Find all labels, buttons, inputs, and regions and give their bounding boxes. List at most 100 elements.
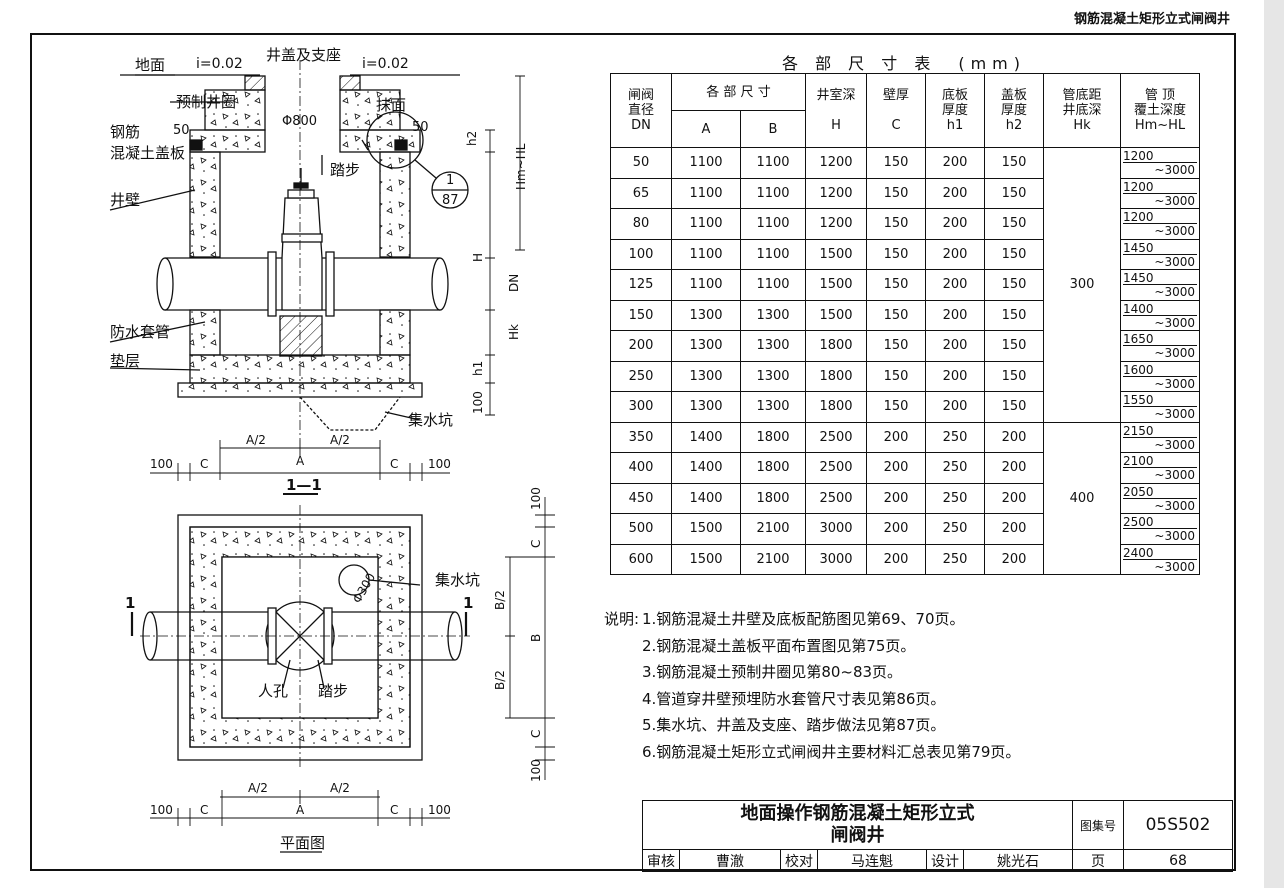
cell-a: 1500 — [671, 543, 741, 575]
cell-h1: 200 — [925, 238, 985, 270]
cell-dn: 450 — [610, 482, 672, 514]
cell-b: 1300 — [740, 391, 806, 423]
dim-100-right: 100 — [428, 457, 451, 471]
cell-h2: 150 — [984, 299, 1044, 331]
cell-b: 1100 — [740, 208, 806, 240]
plan-dim-b-half-top: B/2 — [493, 590, 507, 610]
label-cushion: 垫层 — [110, 352, 140, 370]
cell-h: 2500 — [805, 452, 867, 484]
cell-c: 150 — [866, 330, 926, 362]
cell-c: 200 — [866, 421, 926, 453]
page-number: 68 — [1123, 849, 1233, 872]
dim-100-left: 100 — [150, 457, 173, 471]
cell-h2: 200 — [984, 421, 1044, 453]
th-a: A — [671, 110, 741, 148]
cell-h2: 150 — [984, 269, 1044, 301]
page-label: 页 — [1072, 849, 1124, 872]
cell-c: 150 — [866, 360, 926, 392]
design-label: 设计 — [926, 849, 964, 872]
cell-b: 1300 — [740, 360, 806, 392]
cell-cover: 1400~3000 — [1120, 299, 1200, 331]
cell-dn: 80 — [610, 208, 672, 240]
plan-dim-c-left: C — [200, 803, 208, 817]
engineering-drawing: 地面 i=0.02 井盖及支座 i=0.02 预制井圈 抹面 钢筋 混凝土盖板 … — [109, 46, 555, 853]
label-cover-seat: 井盖及支座 — [266, 46, 341, 64]
cell-h1: 200 — [925, 391, 985, 423]
check-label: 校对 — [780, 849, 818, 872]
plan-dim-b-half-bot: B/2 — [493, 670, 507, 690]
label-rc-slab-2: 混凝土盖板 — [110, 144, 185, 162]
cell-c: 150 — [866, 238, 926, 270]
dim-h1: h1 — [471, 361, 485, 376]
cell-c: 150 — [866, 299, 926, 331]
label-dim-50-right: 50 — [412, 120, 429, 135]
cell-cover: 1450~3000 — [1120, 238, 1200, 270]
note-2: 2.钢筋混凝土盖板平面布置图见第75页。 — [642, 636, 916, 655]
checker: 马连魁 — [817, 849, 927, 872]
cell-h1: 200 — [925, 269, 985, 301]
cell-h: 1800 — [805, 360, 867, 392]
dim-c-left: C — [200, 457, 208, 471]
plan-dim-a-half-right: A/2 — [330, 781, 350, 795]
dim-H: H — [471, 253, 485, 262]
cell-a: 1100 — [671, 147, 741, 179]
plan-dim-100-bot: 100 — [529, 759, 543, 782]
cell-c: 150 — [866, 147, 926, 179]
page-edge — [1264, 0, 1284, 888]
dim-Hk: Hk — [507, 324, 521, 340]
cell-h2: 150 — [984, 330, 1044, 362]
dim-100: 100 — [471, 391, 485, 414]
cell-h1: 200 — [925, 360, 985, 392]
cell-cover: 2100~3000 — [1120, 452, 1200, 484]
cell-dn: 50 — [610, 147, 672, 179]
label-wall: 井壁 — [110, 191, 140, 209]
cell-a: 1400 — [671, 482, 741, 514]
cell-b: 1100 — [740, 147, 806, 179]
cell-dn: 400 — [610, 452, 672, 484]
cell-a: 1400 — [671, 452, 741, 484]
cell-cover: 1200~3000 — [1120, 208, 1200, 240]
label-step: 踏步 — [330, 161, 360, 179]
cell-b: 1100 — [740, 269, 806, 301]
note-5: 5.集水坑、井盖及支座、踏步做法见第87页。 — [642, 716, 946, 734]
cell-c: 200 — [866, 543, 926, 575]
cell-h: 3000 — [805, 543, 867, 575]
note-6: 6.钢筋混凝土矩形立式闸阀井主要材料汇总表见第79页。 — [642, 742, 1021, 761]
plan-dim-100-top: 100 — [529, 487, 543, 510]
note-1: 1.钢筋混凝土井壁及底板配筋图见第69、70页。 — [642, 610, 965, 628]
cell-h: 1800 — [805, 330, 867, 362]
cell-b: 1300 — [740, 299, 806, 331]
cell-dn: 200 — [610, 330, 672, 362]
dim-DN: DN — [507, 274, 521, 292]
section-view — [109, 60, 525, 495]
cell-b: 2100 — [740, 543, 806, 575]
cell-dn: 125 — [610, 269, 672, 301]
atlas-number: 05S502 — [1123, 800, 1233, 850]
cell-h1: 200 — [925, 147, 985, 179]
cell-h2: 150 — [984, 147, 1044, 179]
page-header-title: 钢筋混凝土矩形立式闸阀井 — [1073, 12, 1230, 27]
note-4: 4.管道穿井壁预埋防水套管尺寸表见第86页。 — [642, 689, 946, 708]
cell-cover: 2500~3000 — [1120, 513, 1200, 545]
cell-dn: 250 — [610, 360, 672, 392]
cell-a: 1100 — [671, 269, 741, 301]
cell-h: 1500 — [805, 269, 867, 301]
cell-c: 200 — [866, 482, 926, 514]
label-dim-50-left: 50 — [173, 123, 190, 138]
label-sump: 集水坑 — [408, 411, 453, 429]
cell-h: 1500 — [805, 238, 867, 270]
plan-dim-a: A — [296, 803, 305, 817]
cell-h: 1200 — [805, 147, 867, 179]
cell-dn: 65 — [610, 177, 672, 209]
cell-c: 150 — [866, 391, 926, 423]
cell-h2: 150 — [984, 360, 1044, 392]
cell-h2: 150 — [984, 208, 1044, 240]
cell-h1: 200 — [925, 330, 985, 362]
